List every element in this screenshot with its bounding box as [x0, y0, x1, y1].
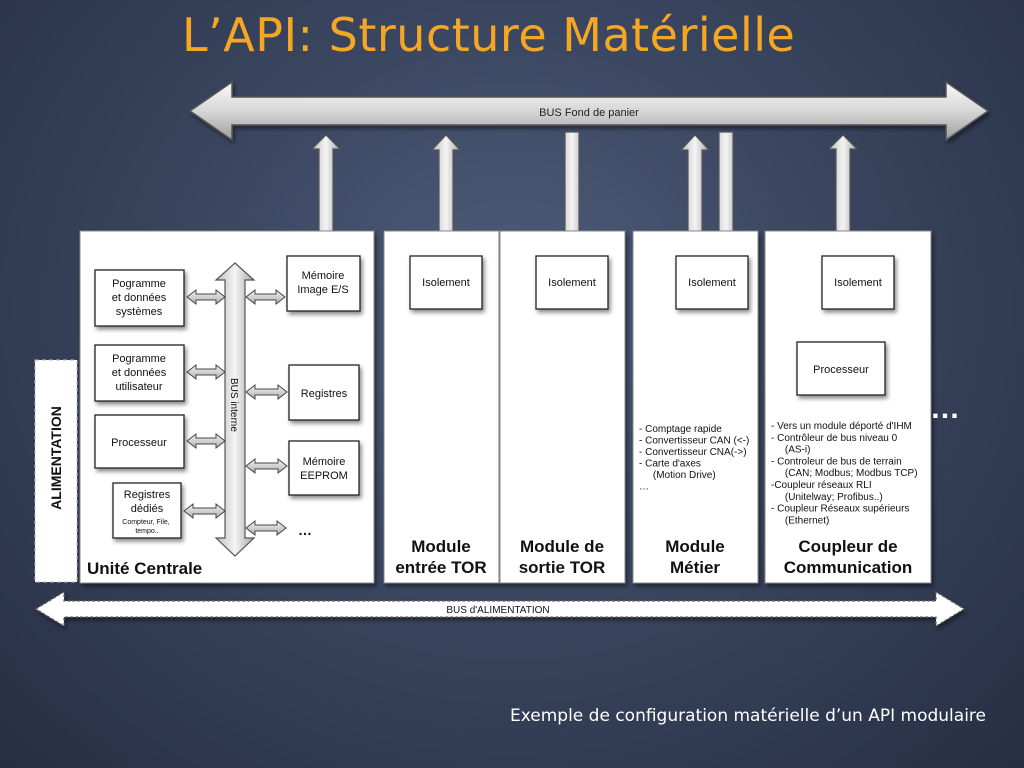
- slide-caption: Exemple de configuration matérielle d’un…: [510, 706, 986, 726]
- block-line: Registres: [301, 388, 348, 400]
- note-line: - Controleur de bus de terrain: [771, 456, 902, 467]
- note-line: (AS-i): [771, 445, 810, 456]
- small-double-arrow: [245, 288, 286, 306]
- coupleur-notes: - Vers un module déporté d'IHM- Contrôle…: [771, 421, 918, 526]
- coupleur-processor-block: [796, 341, 886, 396]
- module-name-line: Module de: [520, 537, 604, 556]
- more-modules-ellipsis: …: [930, 392, 960, 425]
- small-double-arrow: [186, 363, 226, 381]
- cpu-block-system-program: Pogramme et données systèmes: [94, 269, 185, 327]
- metier-isolation-block: [675, 255, 749, 310]
- module-name-line: Communication: [784, 558, 912, 577]
- coupleur-isolation-block: [821, 255, 895, 310]
- power-bus-label: BUS d'ALIMENTATION: [446, 605, 549, 616]
- block-line: Processeur: [111, 437, 167, 449]
- module-name-line: entrée TOR: [395, 558, 486, 577]
- note-line: …: [639, 482, 649, 493]
- registers-note-line-2: tempo..: [135, 528, 158, 535]
- block-line: Pogramme: [112, 353, 166, 365]
- cpu-block-processor: Processeur: [94, 414, 185, 469]
- note-line: - Convertisseur CNA(->): [639, 447, 747, 458]
- cpu-panel-title: Unité Centrale: [87, 559, 202, 578]
- module-name-line: Métier: [670, 558, 720, 577]
- cpu-block-eeprom: Mémoire EEPROM: [288, 440, 360, 496]
- small-double-arrow: [183, 502, 226, 520]
- input-tor-module-panel: Isolement Module entrée TOR: [383, 230, 500, 584]
- processor-label: Processeur: [813, 364, 869, 376]
- block-line: et données: [112, 292, 167, 304]
- backplane-bus-arrow: BUS Fond de panier: [188, 80, 990, 142]
- note-line: (Ethernet): [771, 515, 829, 526]
- cpu-more-ellipsis: …: [298, 522, 312, 538]
- output-tor-module-panel: Isolement Module de sortie TOR: [499, 230, 626, 584]
- registers-note: Compteur, File, tempo..: [122, 519, 171, 535]
- cpu-block-io-image-memory: Mémoire Image E/S: [286, 255, 361, 312]
- small-double-arrow: [186, 288, 226, 306]
- note-line: (CAN; Modbus; Modbus TCP): [771, 468, 918, 479]
- metier-notes: - Comptage rapide- Convertisseur CAN (<-…: [639, 424, 749, 493]
- block-line: Image E/S: [297, 284, 348, 296]
- note-line: - Comptage rapide: [639, 424, 722, 435]
- block-line: utilisateur: [115, 381, 162, 393]
- power-bus-arrow: BUS d'ALIMENTATION: [34, 590, 966, 628]
- power-supply-label: ALIMENTATION: [48, 406, 64, 510]
- registers-note-line-1: Compteur, File,: [122, 519, 170, 526]
- small-double-arrow: [245, 383, 288, 401]
- output-tor-isolation-block: [535, 255, 609, 310]
- internal-link-arrows: [183, 288, 288, 537]
- input-tor-isolation-block: [409, 255, 483, 310]
- isolation-label: Isolement: [422, 277, 470, 289]
- block-line: EEPROM: [300, 470, 348, 482]
- cpu-block-user-program: Pogramme et données utilisateur: [94, 344, 185, 402]
- note-line: - Convertisseur CAN (<-): [639, 436, 749, 447]
- block-line: Mémoire: [302, 270, 345, 282]
- cpu-block-dedicated-registers: Registres dédiés Compteur, File, tempo..: [112, 482, 182, 539]
- internal-bus-label: BUS interne: [228, 378, 239, 432]
- note-line: - Coupleur Réseaux supérieurs: [771, 504, 909, 515]
- small-double-arrow: [245, 457, 288, 475]
- isolation-label: Isolement: [548, 277, 596, 289]
- block-line: et données: [112, 367, 167, 379]
- module-name-line: sortie TOR: [519, 558, 606, 577]
- block-line: Mémoire: [303, 456, 346, 468]
- backplane-bus-label: BUS Fond de panier: [539, 107, 639, 119]
- small-double-arrow: [186, 432, 226, 450]
- cpu-block-registers: Registres: [288, 364, 360, 421]
- internal-bus-arrow: BUS interne: [214, 262, 256, 557]
- small-double-arrow: [245, 519, 287, 537]
- note-line: - Vers un module déporté d'IHM: [771, 421, 912, 432]
- block-line: Pogramme: [112, 278, 166, 290]
- coupleur-module-panel: Isolement Processeur - Vers un module dé…: [764, 230, 932, 584]
- block-line: Registres: [124, 489, 171, 501]
- isolation-label: Isolement: [688, 277, 736, 289]
- note-line: - Contrôleur de bus niveau 0: [771, 433, 898, 444]
- module-name-line: Coupleur de: [798, 537, 897, 556]
- power-supply-panel: ALIMENTATION: [34, 359, 78, 583]
- note-line: (Unitelway; Profibus..): [771, 492, 883, 503]
- module-name-line: Module: [665, 537, 725, 556]
- note-line: (Motion Drive): [639, 470, 716, 481]
- note-line: -Coupleur réseaux RLI: [771, 480, 872, 491]
- block-line: dédiés: [131, 503, 164, 515]
- page-title: L’API: Structure Matérielle: [182, 8, 796, 62]
- note-line: - Carte d'axes: [639, 459, 701, 470]
- block-line: systèmes: [116, 306, 163, 318]
- metier-module-panel: Isolement - Comptage rapide- Convertisse…: [632, 230, 759, 584]
- isolation-label: Isolement: [834, 277, 882, 289]
- module-name-line: Module: [411, 537, 471, 556]
